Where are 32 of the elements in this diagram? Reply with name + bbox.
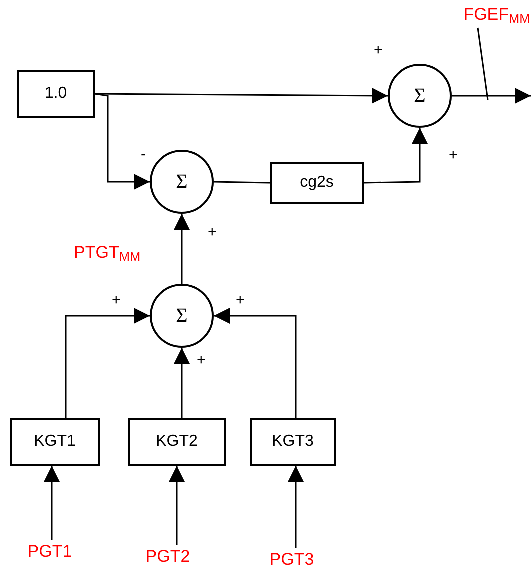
arrow [452, 88, 531, 104]
arrow [65, 308, 150, 418]
arrow [288, 466, 304, 548]
arrow [364, 128, 428, 184]
signal-label: PGT2 [136, 545, 200, 569]
signal-label: PGT3 [260, 548, 324, 572]
arrow [169, 466, 185, 545]
block-box: KGT3 [250, 418, 336, 466]
arrow [44, 466, 60, 540]
signal-label: PTGT$_{MM}$ [74, 242, 141, 266]
sign-label: + [449, 146, 458, 166]
leader-line [477, 28, 489, 100]
block-box: 1.0 [17, 70, 95, 118]
signal-label: PGT1 [18, 540, 82, 564]
signal-label: FGEF$_{MM}$ [462, 2, 532, 28]
connector-line [214, 181, 270, 184]
block-box: KGT2 [128, 418, 226, 466]
summing-junction: Σ [150, 284, 214, 348]
arrow [174, 348, 190, 418]
sign-label: + [208, 223, 217, 243]
sign-label: - [141, 145, 146, 165]
sign-label: + [374, 41, 383, 61]
sign-label: + [112, 291, 121, 311]
summing-junction: Σ [388, 64, 452, 128]
block-box: cg2s [270, 162, 364, 204]
arrow [214, 308, 297, 418]
summing-junction: Σ [150, 150, 214, 214]
arrow [94, 93, 150, 190]
block-box: KGT1 [10, 418, 100, 466]
arrow [174, 214, 190, 284]
sign-label: + [236, 291, 245, 311]
sign-label: + [197, 351, 206, 371]
